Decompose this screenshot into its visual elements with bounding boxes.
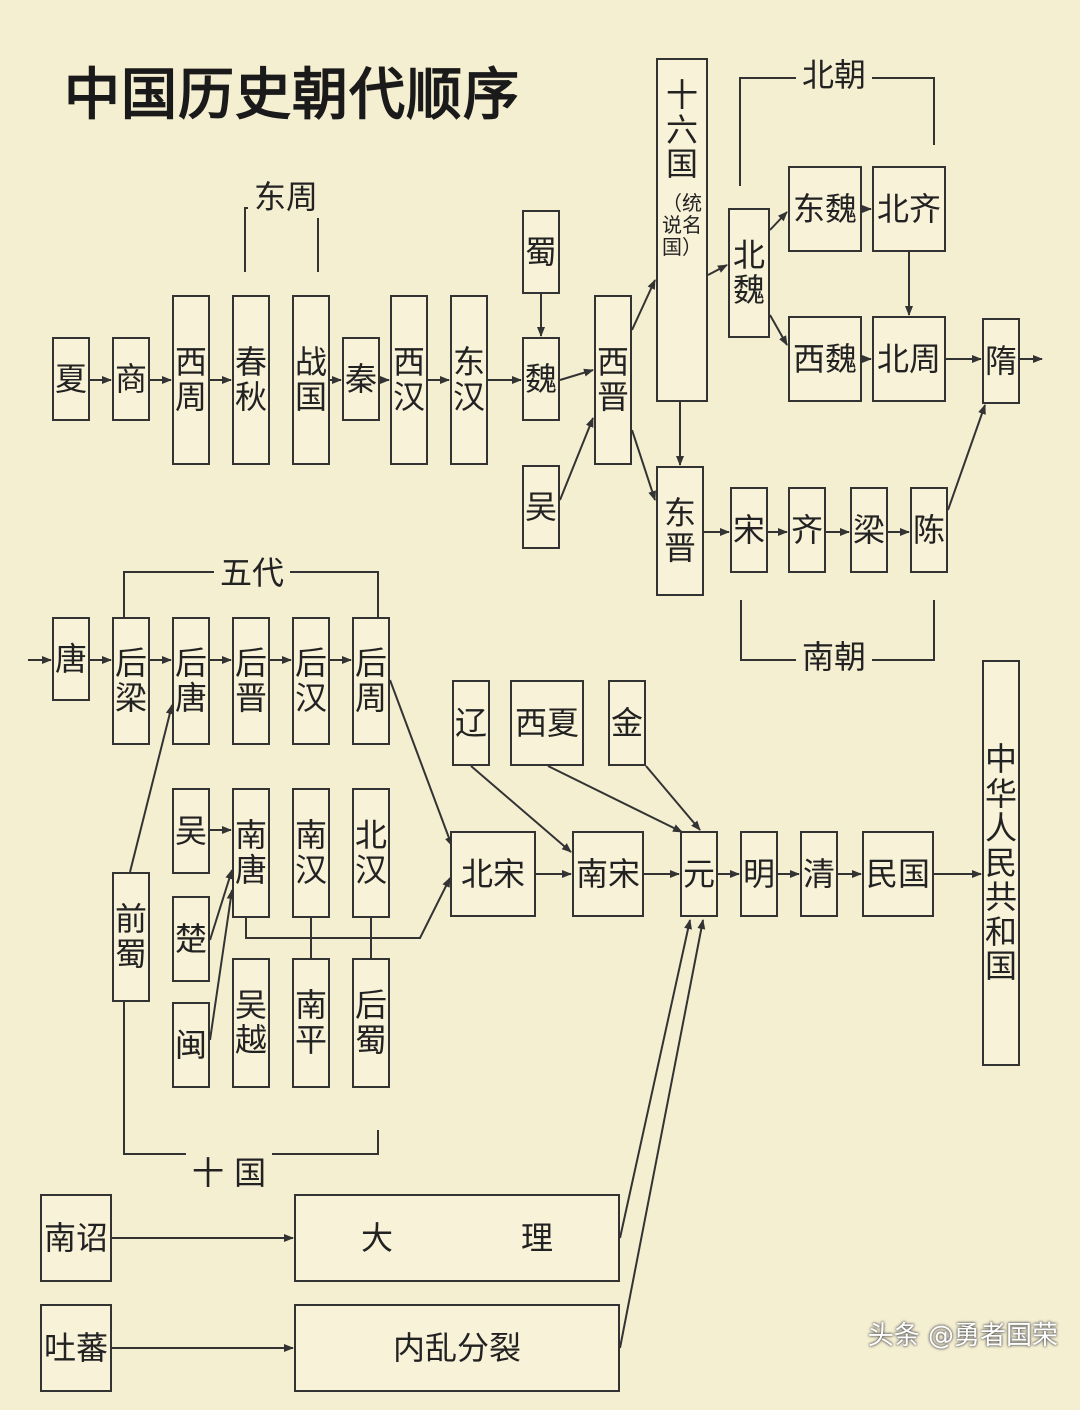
node-ming: 明: [740, 831, 778, 917]
arrow-xijin-shiliuguo: [631, 279, 656, 331]
node-wuyue: 吴越: [232, 958, 270, 1088]
arrow-row-beisong: [380, 877, 451, 939]
node-shang: 商: [112, 337, 150, 421]
node-beisong: 北宋: [450, 831, 536, 917]
node-houhan: 后汉: [292, 617, 330, 745]
node-nansong: 南宋: [572, 831, 644, 917]
arrow-shiliuguo-beiwei: [707, 264, 728, 276]
node-liang: 梁: [850, 487, 888, 573]
node-shu: 蜀: [522, 210, 560, 294]
node-houtang: 后唐: [172, 617, 210, 745]
node-xihan: 西汉: [390, 295, 428, 465]
arrow-beiwei-dongwei: [769, 211, 788, 231]
link-nantang-row: [245, 918, 380, 939]
node-tang: 唐: [52, 617, 90, 701]
arrow-wu-xijin: [559, 417, 594, 501]
arrow-beiwei-xiwei: [769, 314, 788, 346]
node-dongwei: 东魏: [788, 166, 862, 252]
node-nanhan: 南汉: [292, 788, 330, 918]
node-shiliuguo-name: 十六国: [665, 76, 698, 184]
arrow-xijin-dongjin: [631, 429, 656, 501]
node-tubo: 吐蕃: [40, 1304, 112, 1392]
node-xijin: 西晋: [594, 295, 632, 465]
arrow-houzhou-beisong: [389, 679, 453, 847]
node-chunqiu: 春秋: [232, 295, 270, 465]
watermark: 头条 @勇者国荣: [867, 1321, 1058, 1351]
arrow-jin-yuan: [645, 765, 701, 831]
node-donghan: 东汉: [450, 295, 488, 465]
node-jin: 金: [608, 680, 646, 766]
node-dali: 大 理: [294, 1194, 620, 1282]
label-wudai: 五代: [214, 548, 291, 594]
node-wu2: 吴: [172, 788, 210, 874]
node-beiwei: 北魏: [728, 208, 770, 338]
node-qi: 齐: [788, 487, 826, 573]
node-dongjin: 东晋: [656, 466, 704, 596]
node-beiqi: 北齐: [872, 166, 946, 252]
node-neiluan: 内乱分裂: [294, 1304, 620, 1392]
node-zhanguo: 战国: [292, 295, 330, 465]
node-houliang: 后梁: [112, 617, 150, 745]
node-houshu: 后蜀: [352, 958, 390, 1088]
label-dongzhou: 东周: [248, 172, 325, 218]
node-prc: 中华人民共和国: [982, 660, 1020, 1066]
arrow-xixia-yuan: [547, 765, 683, 833]
node-nanping: 南平: [292, 958, 330, 1088]
page-title: 中国历史朝代顺序: [64, 63, 520, 128]
node-shiliuguo-note: （统说名国）: [662, 190, 702, 259]
node-sui: 隋: [982, 318, 1020, 404]
label-beichao: 北朝: [796, 50, 873, 96]
arrow-min-nantang: [209, 889, 235, 1041]
node-yuan: 元: [680, 831, 718, 917]
node-beizhou: 北周: [872, 316, 946, 402]
arrow-wei-xijin: [559, 368, 594, 381]
node-minguo: 民国: [862, 831, 934, 917]
node-qin: 秦: [342, 337, 380, 421]
node-qianshu: 前蜀: [112, 872, 150, 1002]
arrow-chen-sui: [947, 404, 986, 511]
node-liao: 辽: [452, 680, 490, 766]
node-xia: 夏: [52, 337, 90, 421]
node-beihan: 北汉: [352, 788, 390, 918]
arrow-dali-yuan: [619, 919, 692, 1239]
node-shiliuguo: 十六国 （统说名国）: [656, 58, 708, 402]
node-wei: 魏: [522, 337, 560, 421]
label-nanchao: 南朝: [796, 632, 873, 678]
arrow-neiluan-yuan: [619, 919, 706, 1349]
arrow-liao-nansong: [470, 765, 572, 853]
node-xiwei: 西魏: [788, 316, 862, 402]
node-qing: 清: [800, 831, 838, 917]
node-song: 宋: [730, 487, 768, 573]
node-nantang: 南唐: [232, 788, 270, 918]
arrow-chu-nantang: [209, 869, 234, 941]
node-chu: 楚: [172, 896, 210, 982]
node-chen: 陈: [910, 487, 948, 573]
arrow-qianshu-houtang: [129, 704, 174, 873]
label-shiguo: 十 国: [186, 1148, 273, 1194]
node-xixia: 西夏: [510, 680, 584, 766]
node-houzhou: 后周: [352, 617, 390, 745]
node-xizhou: 西周: [172, 295, 210, 465]
node-min: 闽: [172, 1002, 210, 1088]
node-nanzhao: 南诏: [40, 1194, 112, 1282]
node-houjin: 后晋: [232, 617, 270, 745]
node-wu: 吴: [522, 465, 560, 549]
